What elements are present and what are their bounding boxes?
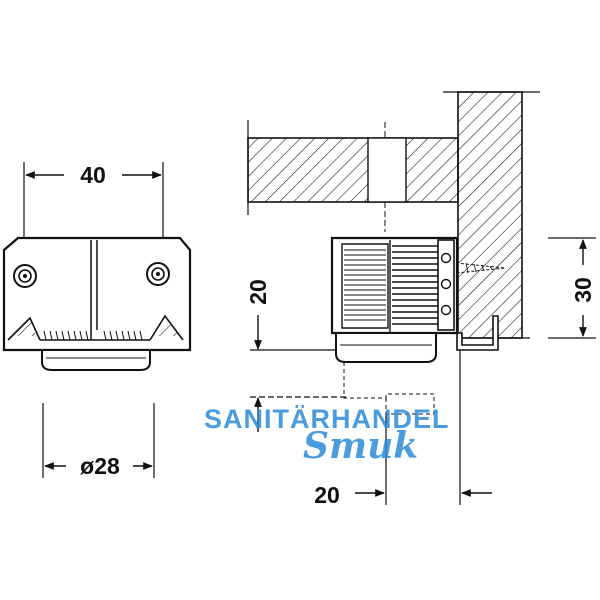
dimension-20-vertical-label: 20 [245,279,271,305]
watermark-line1: SANITÄRHANDEL [204,404,450,434]
dimension-diameter-28: ø28 [42,403,155,479]
dimension-40: 40 [23,162,164,238]
connector-foot-front [41,349,151,371]
screw-hole-icon [440,304,452,316]
screw-hole-icon [440,252,452,264]
dimension-30: 30 [548,237,596,339]
dimension-40-label: 40 [80,162,106,188]
screw-hole-icon [440,278,452,290]
watermark-line2: Smuk [303,425,418,467]
side-section-view: 20 20 30 [245,91,596,508]
connector-body-section [330,236,506,351]
connector-foot-section [335,332,437,415]
dimension-diameter-28-label: ø28 [80,453,120,479]
screw-hole-left-icon [13,264,37,288]
vertical-board-section [443,91,540,339]
horizontal-board-section [247,120,459,232]
dimension-30-label: 30 [570,277,596,303]
dimension-20-vertical: 20 [245,279,346,432]
dimension-20-horizontal: 20 [314,350,492,508]
dimension-20-horizontal-label: 20 [314,482,340,508]
front-view: 40 [2,162,192,479]
connector-body-front [2,236,192,352]
watermark-logo: SANITÄRHANDEL Smuk [204,404,450,467]
screw-hole-right-icon [146,262,170,286]
